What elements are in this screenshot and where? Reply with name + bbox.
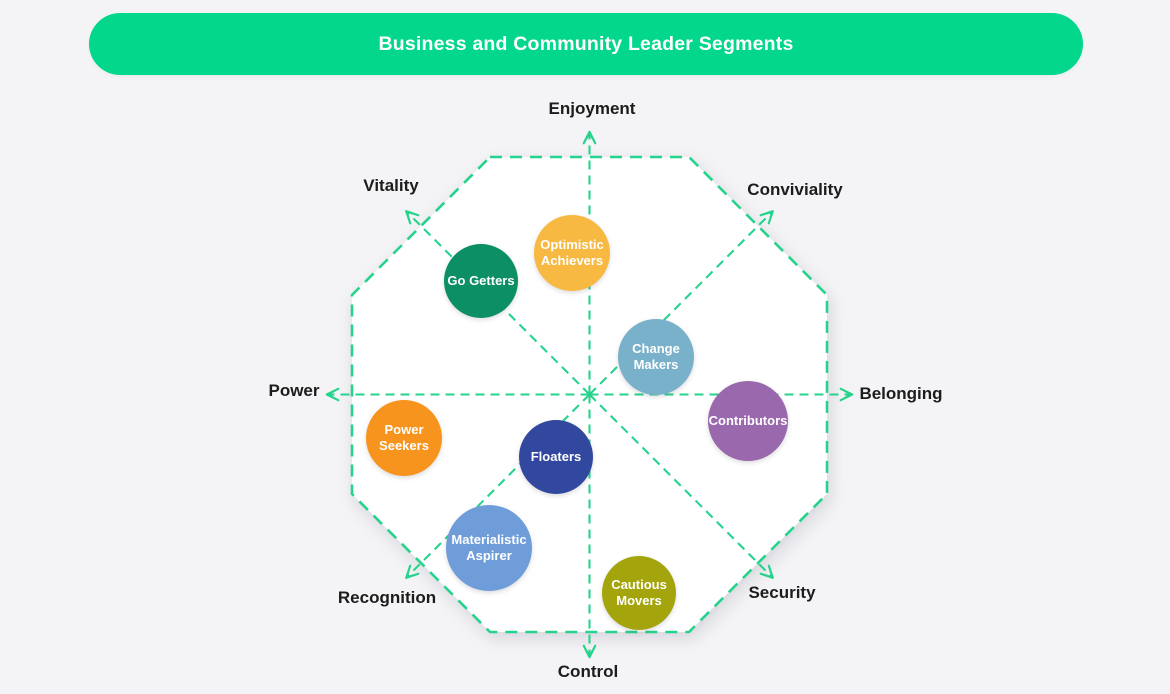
axis-line-vitality xyxy=(405,210,591,396)
axis-label-vitality: Vitality xyxy=(363,176,419,195)
axis-line-recognition xyxy=(405,393,591,579)
segment-circle-go-getters: Go Getters xyxy=(444,244,518,318)
segment-label: Cautious Movers xyxy=(611,576,667,608)
segment-label: Contributors xyxy=(708,412,788,428)
page-title: Business and Community Leader Segments xyxy=(378,32,794,55)
segment-circle-materialistic-aspirer: Materialistic Aspirer xyxy=(446,505,532,591)
axis-label-conviviality: Conviviality xyxy=(747,180,843,199)
segment-label: Materialistic Aspirer xyxy=(451,531,527,563)
axis-label-enjoyment: Enjoyment xyxy=(548,99,636,118)
axis-label-security: Security xyxy=(748,583,816,602)
axis-line-security xyxy=(588,393,774,579)
axis-label-recognition: Recognition xyxy=(337,588,437,607)
segment-label: Go Getters xyxy=(447,272,515,288)
segment-circle-change-makers: Change Makers xyxy=(618,319,694,395)
segment-label: Power Seekers xyxy=(379,421,429,453)
segment-label: Floaters xyxy=(530,448,582,464)
segment-label: Change Makers xyxy=(632,340,680,372)
title-banner: Business and Community Leader Segments xyxy=(89,13,1083,75)
segment-circle-contributors: Contributors xyxy=(708,381,788,461)
segment-circle-floaters: Floaters xyxy=(519,420,593,494)
axis-label-belonging: Belonging xyxy=(859,384,943,403)
segment-circle-power-seekers: Power Seekers xyxy=(366,400,442,476)
axis-label-power: Power xyxy=(268,381,320,400)
segment-label: Optimistic Achievers xyxy=(540,236,604,268)
segment-circle-cautious-movers: Cautious Movers xyxy=(602,556,676,630)
axis-label-control: Control xyxy=(557,662,619,681)
axis-line-conviviality xyxy=(588,210,774,396)
segment-circle-optimistic-achievers: Optimistic Achievers xyxy=(534,215,610,291)
